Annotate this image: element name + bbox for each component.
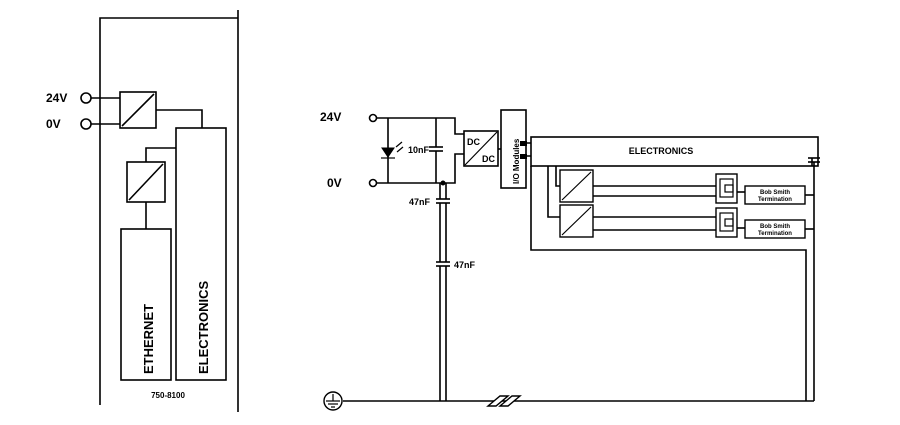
connector-1-icon <box>715 173 738 204</box>
wire <box>156 109 203 128</box>
shield-wire <box>530 166 807 401</box>
terminal-24v <box>80 92 92 104</box>
termination-1-line2: Termination <box>758 197 792 203</box>
module-outline <box>99 10 239 412</box>
electronics-bar <box>530 136 819 167</box>
rail-0v <box>377 153 464 184</box>
ethernet-block <box>120 228 172 381</box>
connector-pin <box>520 141 527 146</box>
terminal-24v-right <box>368 113 378 123</box>
electronics-bar-label: ELECTRONICS <box>629 146 694 156</box>
ethernet-label: ETHERNET <box>141 304 156 374</box>
part-number: 750-8100 <box>151 391 185 400</box>
led-diode-icon <box>381 141 404 159</box>
connector-2-icon <box>715 207 738 238</box>
io-modules-connector <box>500 109 527 189</box>
cap-10nf-label: 10nF <box>408 145 430 155</box>
wire <box>555 166 560 187</box>
cap-47nf-lower-label: 47nF <box>454 260 476 270</box>
supply-0v-label-right: 0V <box>327 176 342 190</box>
electronics-label: ELECTRONICS <box>196 281 211 375</box>
left-module: 24V 0V ELECTRONICS ETHERNET 750-8100 <box>46 10 239 412</box>
termination-2-line2: Termination <box>758 231 792 237</box>
dc-bottom-label: DC <box>482 154 495 164</box>
rail-24v <box>377 117 464 135</box>
connector-pin <box>520 154 527 159</box>
terminal-0v <box>80 118 92 130</box>
junction-dot <box>440 180 446 186</box>
terminal-0v-right <box>368 178 378 188</box>
termination-1-line1: Bob Smith <box>760 190 790 196</box>
io-modules-label: I/O Modules <box>512 138 521 184</box>
electronics-block <box>175 127 227 381</box>
right-schematic: 24V 0V 10nF 47nF 47nF <box>320 109 820 411</box>
supply-0v-label: 0V <box>46 117 61 131</box>
supply-24v-label: 24V <box>46 91 67 105</box>
break-symbol-icon <box>486 395 522 407</box>
termination-2-line1: Bob Smith <box>760 224 790 230</box>
cap-47nf-upper-label: 47nF <box>409 197 431 207</box>
wire <box>547 166 560 218</box>
wire <box>145 147 176 162</box>
protective-earth-icon <box>323 391 343 411</box>
dc-top-label: DC <box>467 137 480 147</box>
supply-24v-label-right: 24V <box>320 110 341 124</box>
